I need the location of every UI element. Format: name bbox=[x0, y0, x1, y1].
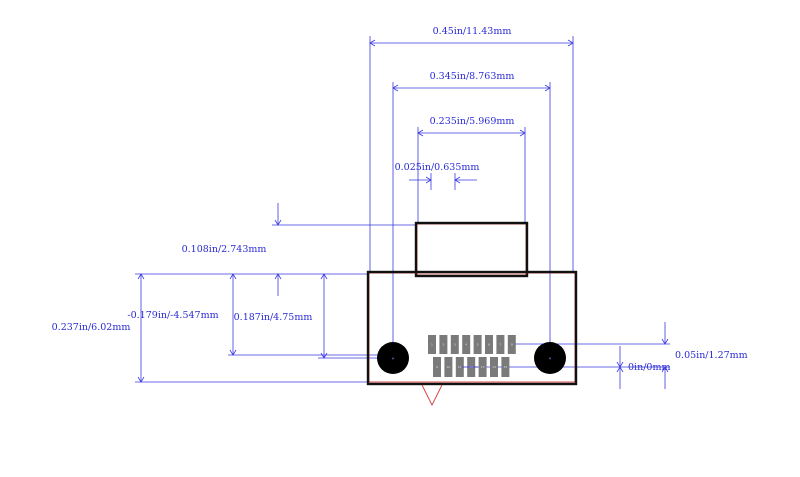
dim-shell-width-label: 0.235in/5.969mm bbox=[430, 116, 515, 127]
dim-overall-width-label: 0.45in/11.43mm bbox=[433, 26, 512, 37]
pad-row-top: 1 2 3 4 5 6 7 8 bbox=[428, 335, 516, 354]
dim-body-height: 0.237in/6.02mm bbox=[52, 273, 368, 383]
dim-pin-pitch: 0.025in/0.635mm bbox=[395, 162, 480, 190]
top-pad-6 bbox=[485, 335, 493, 354]
bottom-pad-10 bbox=[444, 357, 453, 377]
dim-origin-label: 0in/0mm bbox=[628, 362, 670, 373]
dim-shell-offset-label: 0.108in/2.743mm bbox=[182, 244, 267, 255]
dim-hole-spacing: 0.345in/8.763mm bbox=[392, 71, 551, 358]
bottom-pad-number: 9 bbox=[436, 365, 438, 369]
bottom-pad-number: 15 bbox=[503, 365, 507, 369]
bottom-pad-13 bbox=[478, 357, 487, 377]
mounting-hole-left: M bbox=[377, 342, 409, 374]
dim-hole-offset: -0.179in/-4.547mm bbox=[127, 273, 393, 356]
dim-hole-offset-label: -0.179in/-4.547mm bbox=[127, 310, 218, 321]
dim-hole-spacing-label: 0.345in/8.763mm bbox=[430, 71, 515, 82]
top-pad-1 bbox=[428, 335, 436, 354]
svg-text:M: M bbox=[549, 357, 552, 361]
dim-origin: 0in/0mm bbox=[616, 346, 670, 389]
bottom-pad-number: 14 bbox=[492, 365, 496, 369]
top-pad-3 bbox=[450, 335, 459, 354]
bottom-pad-number: 10 bbox=[446, 365, 450, 369]
dim-shell-width: 0.235in/5.969mm bbox=[417, 116, 526, 222]
top-pad-5 bbox=[473, 335, 482, 354]
pin1-indicator bbox=[421, 384, 443, 407]
top-pad-number: 4 bbox=[465, 343, 467, 347]
bottom-pad-number: 11 bbox=[458, 365, 462, 369]
top-pad-8 bbox=[507, 335, 516, 354]
top-pad-2 bbox=[439, 335, 448, 354]
svg-text:M: M bbox=[392, 357, 395, 361]
bottom-pad-11 bbox=[455, 357, 464, 377]
bottom-pad-14 bbox=[490, 357, 498, 377]
top-pad-number: 3 bbox=[454, 343, 456, 347]
mounting-hole-right: M bbox=[534, 342, 566, 374]
top-pad-number: 5 bbox=[477, 343, 479, 347]
top-pad-4 bbox=[462, 335, 471, 354]
shell-silkscreen bbox=[416, 223, 527, 276]
top-pad-number: 8 bbox=[511, 343, 513, 347]
connector-body bbox=[366, 270, 578, 386]
dim-row-spacing-label: 0.05in/1.27mm bbox=[675, 350, 748, 361]
bottom-pad-15 bbox=[501, 357, 510, 377]
connector-shell bbox=[414, 221, 529, 278]
bottom-pad-9 bbox=[433, 357, 441, 377]
dim-shell-offset: 0.108in/2.743mm bbox=[182, 203, 415, 296]
top-pad-number: 1 bbox=[431, 343, 433, 347]
dim-row-spacing: 0.05in/1.27mm bbox=[470, 322, 748, 389]
dim-hole-height-label: 0.187in/4.75mm bbox=[234, 312, 313, 323]
top-pad-number: 6 bbox=[488, 343, 490, 347]
bottom-pad-number: 13 bbox=[481, 365, 485, 369]
dim-body-height-label: 0.237in/6.02mm bbox=[52, 322, 131, 333]
top-pad-7 bbox=[496, 335, 505, 354]
top-pad-number: 2 bbox=[442, 343, 444, 347]
dim-overall-width: 0.45in/11.43mm bbox=[369, 26, 574, 272]
top-pad-number: 7 bbox=[499, 343, 501, 347]
dim-pin-pitch-label: 0.025in/0.635mm bbox=[395, 162, 480, 173]
